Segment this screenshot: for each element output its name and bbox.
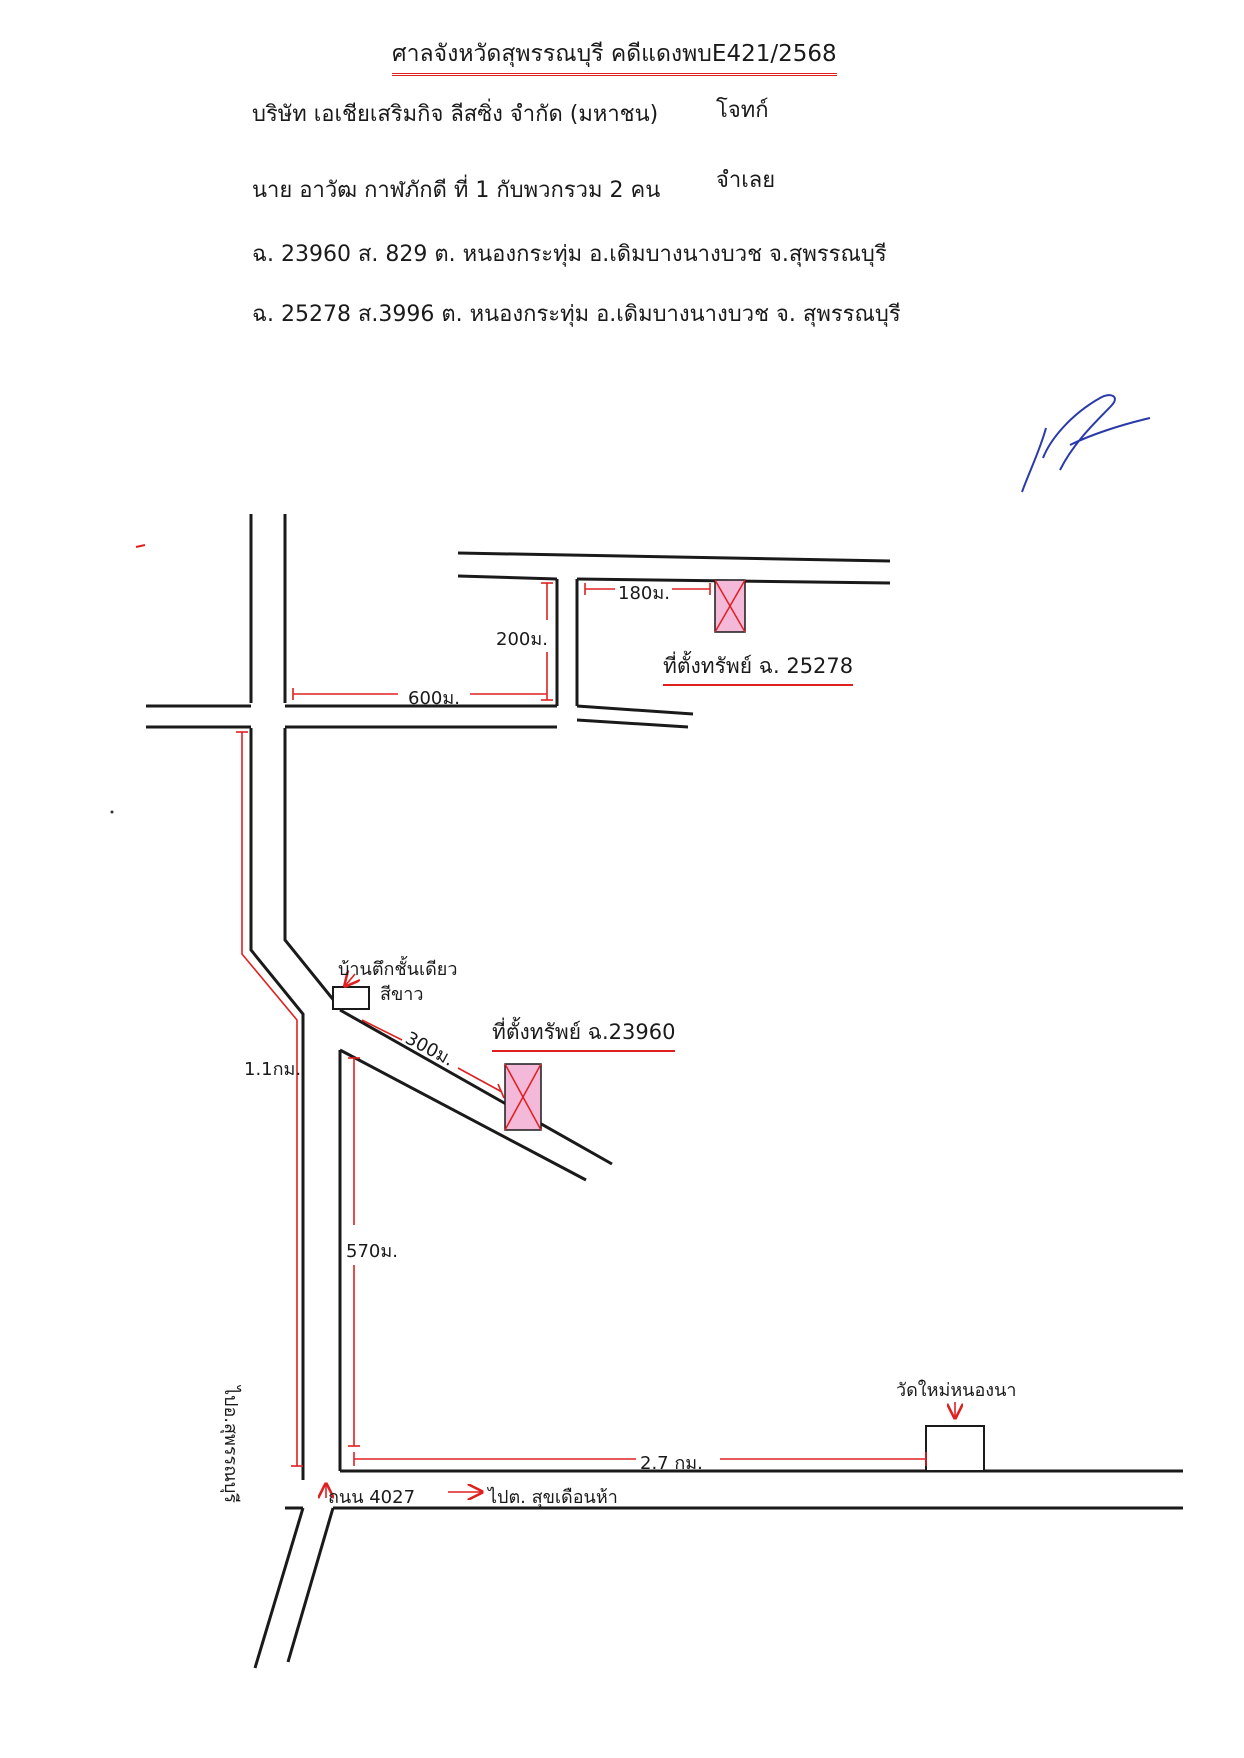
- distance-annotations: [236, 582, 955, 1498]
- temple-label: วัดใหม่หนองนา: [896, 1380, 1017, 1401]
- deed-line-2: ฉ. 25278 ส.3996 ต. หนองกระทุ่ม อ.เดิมบาง…: [252, 302, 901, 327]
- temple-box: [925, 1425, 985, 1472]
- property-23960-label: ที่ตั้งทรัพย์ ฉ.23960: [492, 1016, 676, 1052]
- defendant-role: จำเลย: [716, 168, 776, 193]
- distance-600m: 600ม.: [408, 688, 460, 709]
- road-network: [146, 514, 1183, 1669]
- road-4027-label: ถนน 4027: [328, 1487, 416, 1508]
- plaintiff-name: บริษัท เอเชียเสริมกิจ ลีสซิ่ง จำกัด (มหา…: [252, 102, 659, 127]
- house-label: บ้านตึกชั้นเดียว: [338, 959, 458, 980]
- white-house-box: [332, 986, 370, 1010]
- house-color-label: สีขาว: [380, 984, 424, 1005]
- plaintiff-role: โจทก์: [716, 98, 769, 123]
- signature-mark: [1021, 394, 1151, 493]
- distance-2-7km: 2.7 กม.: [640, 1453, 703, 1474]
- distance-570m: 570ม.: [346, 1241, 398, 1262]
- road-to-suphanburi-label: ไปอ.สุพรรณบุรี: [220, 1386, 241, 1503]
- property-25278-marker: [714, 579, 746, 633]
- defendant-name: นาย อาวัฒ กาฬภักดี ที่ 1 กับพวกรวม 2 คน: [252, 178, 661, 203]
- document-title: ศาลจังหวัดสุพรรณบุรี คดีแดงพบE421/2568: [392, 36, 837, 76]
- property-23960-marker: [504, 1063, 542, 1131]
- distance-180m: 180ม.: [618, 583, 670, 604]
- property-25278-label: ที่ตั้งทรัพย์ ฉ. 25278: [663, 650, 854, 686]
- distance-200m: 200ม.: [496, 629, 548, 650]
- distance-1-1km: 1.1กม.: [244, 1059, 302, 1080]
- road-direction-label: ไปต. สุขเดือนห้า: [488, 1487, 618, 1508]
- deed-line-1: ฉ. 23960 ส. 829 ต. หนองกระทุ่ม อ.เดิมบาง…: [252, 242, 887, 267]
